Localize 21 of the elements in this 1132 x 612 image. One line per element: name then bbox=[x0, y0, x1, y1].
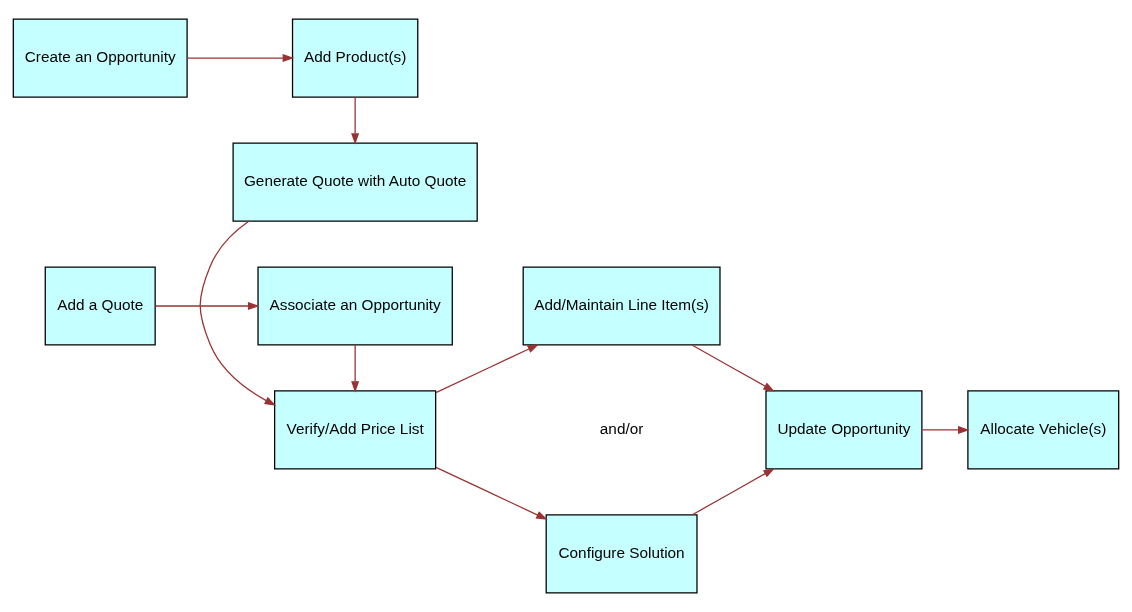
arrow bbox=[435, 344, 540, 394]
node-box: Associate an Opportunity bbox=[257, 266, 453, 346]
node-box: Verify/Add Price List bbox=[274, 390, 437, 470]
node-box: Add Product(s) bbox=[291, 18, 419, 98]
node-box: Add/Maintain Line Item(s) bbox=[522, 266, 721, 346]
arrow bbox=[199, 220, 277, 406]
arrow bbox=[155, 301, 260, 311]
label: and/or bbox=[599, 419, 644, 437]
arrow bbox=[186, 54, 295, 63]
arrow bbox=[691, 468, 775, 516]
arrow bbox=[351, 96, 360, 145]
arrow bbox=[921, 425, 970, 434]
node-box: Create an Opportunity bbox=[12, 18, 188, 98]
arrow bbox=[691, 344, 775, 392]
node-box: Update Opportunity bbox=[765, 390, 923, 470]
node-box: Allocate Vehicle(s) bbox=[967, 390, 1120, 470]
node-box: Generate Quote with Auto Quote bbox=[232, 142, 478, 222]
node-box: Configure Solution bbox=[545, 514, 698, 594]
arrow bbox=[435, 466, 548, 520]
node-box: Add a Quote bbox=[44, 266, 156, 346]
arrow bbox=[351, 344, 360, 393]
